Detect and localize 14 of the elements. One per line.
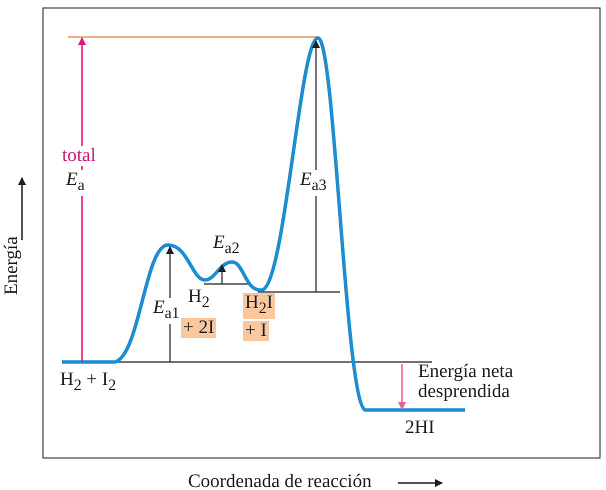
species-label: 2HI: [405, 418, 435, 438]
axis-label: Energía: [2, 236, 22, 295]
energy-label: Energía neta desprendida: [418, 362, 514, 402]
species-label: + I: [243, 321, 269, 341]
energy-label: E$_{a}$: [66, 170, 85, 196]
energy-label: E$_{a2}$: [213, 233, 240, 259]
species-label: H$_{2}$ + I$_{2}$: [60, 370, 116, 396]
energy-label: E$_{a3}$: [300, 170, 327, 196]
species-label: + 2I: [181, 318, 216, 338]
energy-label: E$_{a1}$: [153, 298, 180, 324]
axis-label: Coordenada de reacción: [188, 472, 372, 490]
species-label: H$_{2}$I: [243, 293, 275, 319]
energy-label: total: [62, 146, 96, 166]
species-label: H$_{2}$: [188, 287, 210, 313]
